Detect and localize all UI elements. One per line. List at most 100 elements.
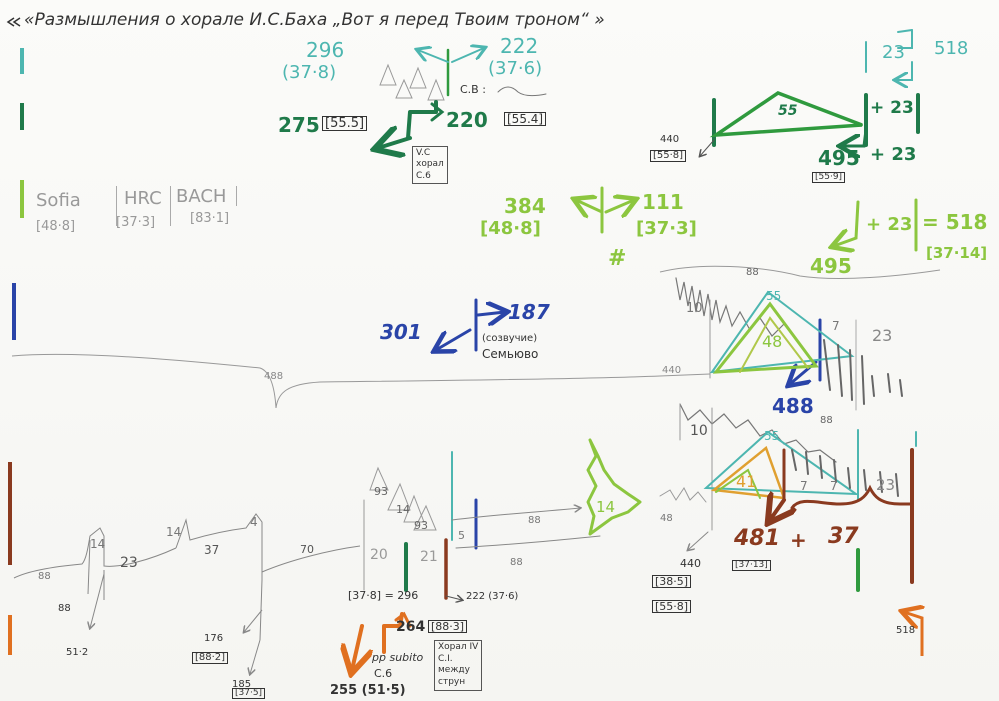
graph2-label-7a: 7 [800, 479, 808, 493]
ref-55-9: [55·9] [812, 172, 846, 183]
value-495-green: 495 [810, 254, 852, 278]
ref-37-6: (37·6) [488, 58, 543, 79]
middle-green-arrows [576, 186, 918, 250]
c6-label: C.6 [374, 667, 393, 680]
value-88-b: 88 [58, 603, 71, 614]
chorale-note-line: Хорал IV [438, 642, 479, 652]
value-70: 70 [300, 543, 314, 556]
graph2-label-23: 23 [876, 476, 896, 494]
equals-518: = 518 [922, 210, 988, 234]
lower-graph [659, 403, 917, 592]
ref-55-4: [55.4] [504, 112, 547, 126]
graph-label-23: 23 [872, 326, 893, 345]
pencil-brace [11, 265, 941, 409]
bottom-right-orange [904, 612, 922, 656]
value-88-a: 88 [38, 571, 51, 582]
lower-left-contour [13, 513, 361, 674]
ref-37-13: [37·13] [732, 560, 771, 571]
graph2-label-55: 55 [764, 429, 780, 443]
cb-label: C.B : [460, 83, 486, 96]
top-right-triangle [700, 29, 920, 156]
ref-55-8-top: [55·8] [650, 150, 687, 162]
value-21: 21 [420, 549, 438, 565]
value-222: 222 [500, 34, 539, 58]
value-88-center-b: 88 [510, 557, 523, 568]
graph2-label-88: 88 [820, 415, 833, 426]
word-bach: BACH [176, 186, 227, 207]
ref-48-8-pencil: [48·8] [36, 219, 76, 234]
value-495-top: 495 [818, 146, 860, 170]
value-88-center-a: 88 [528, 515, 541, 526]
word-hrc: HRC [124, 188, 162, 209]
lower-center-cluster [352, 451, 709, 670]
value-488-blue: 488 [772, 394, 814, 418]
value-93-b: 93 [414, 519, 428, 532]
value-20: 20 [370, 547, 388, 563]
green-shape-label-14: 14 [596, 498, 616, 516]
sharp-sign: # [608, 246, 627, 271]
value-481: 481 [734, 526, 780, 551]
blue-arrows [436, 298, 822, 384]
graph-label-7: 7 [832, 319, 840, 333]
value-14-b: 14 [166, 525, 182, 539]
graph2-label-7b: 7 [830, 479, 838, 493]
value-5: 5 [458, 529, 465, 542]
vs-note-line: хорал [416, 159, 444, 170]
ref-37-14: [37·14] [926, 244, 988, 262]
value-518-teal: 518 [934, 38, 969, 59]
graph2-label-41: 41 [736, 472, 757, 491]
value-23-teal: 23 [882, 42, 905, 63]
ref-37-5: [37·5] [232, 688, 266, 699]
value-187: 187 [508, 300, 550, 324]
chorale-note-line: между [438, 665, 470, 676]
word-sofia: Sofia [36, 190, 81, 211]
value-4: 4 [250, 515, 258, 529]
value-14-a: 14 [90, 537, 106, 551]
equation-37-8: [37·8] = 296 [348, 589, 419, 602]
vs-note-line: V.C [416, 148, 431, 158]
value-264: 264 [396, 619, 426, 635]
note-sozvuchie: (созвучие) [482, 333, 538, 344]
graph-label-88: 88 [746, 267, 759, 278]
vs-note-line: C.6 [416, 170, 431, 181]
pp-subito: pp subito [372, 651, 424, 664]
value-488-pencil: 488 [264, 371, 284, 382]
plus-23-second: + 23 [870, 144, 917, 165]
value-185: 185 [232, 679, 252, 690]
value-440-pencil: 440 [662, 365, 682, 376]
value-51-2: 51·2 [66, 647, 89, 658]
triangle-label-55: 55 [778, 103, 798, 119]
value-111: 111 [642, 190, 684, 214]
vs-chorale-note: V.C хорал C.6 [412, 146, 448, 184]
graph-label-55: 55 [766, 289, 782, 303]
plus-23-top: + 23 [870, 98, 914, 118]
value-37-pencil: 37 [204, 543, 220, 557]
ref-88-3: [88·3] [428, 620, 468, 633]
chorale-note-line: C.I. [438, 653, 453, 664]
ref-37-3-green: [37·3] [636, 218, 697, 239]
value-222-lower: 222 (37·6) [466, 591, 519, 602]
value-48-pencil: 48 [660, 513, 673, 524]
plus-sign: + [790, 528, 807, 552]
ref-55-8-lower: [55·8] [652, 600, 692, 613]
plus-23-green: + 23 [866, 214, 913, 235]
ref-38-5: [38·5] [652, 575, 692, 588]
value-176: 176 [204, 633, 224, 644]
value-518-bottom: 518 [896, 625, 916, 636]
value-37-brown: 37 [828, 524, 859, 549]
value-14-center: 14 [396, 503, 410, 516]
graph-label-10: 10 [686, 301, 703, 316]
ref-88-2: [88·2] [192, 652, 229, 664]
divider [116, 186, 117, 226]
chorale-note-line: струн [438, 677, 466, 688]
value-301: 301 [380, 320, 422, 344]
ref-48-8-green: [48·8] [480, 218, 541, 239]
note-semyuvo: Семьюво [482, 347, 539, 361]
ref-83-1-pencil: [83·1] [190, 211, 230, 226]
green-shape-14 [586, 438, 642, 536]
value-220: 220 [446, 108, 488, 132]
upper-graph [675, 277, 903, 411]
value-440-lower: 440 [680, 557, 701, 570]
